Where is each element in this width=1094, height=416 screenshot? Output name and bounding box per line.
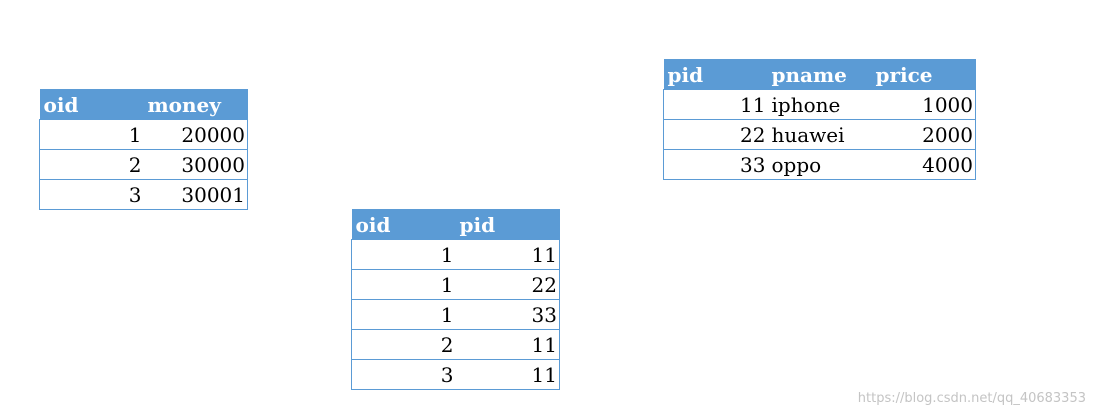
table-row: 3 11 — [351, 359, 560, 390]
table-row: 1 11 — [351, 239, 560, 270]
table-cell[interactable]: 20000 — [143, 119, 248, 150]
table-cell[interactable]: 33 — [663, 149, 768, 180]
table-cell[interactable]: 3 — [39, 179, 144, 210]
table-row: 11 iphone 1000 — [663, 89, 976, 120]
table-row: 33 oppo 4000 — [663, 149, 976, 180]
table-cell[interactable]: 2 — [39, 149, 144, 180]
table-header-row: pid pname price — [663, 59, 976, 90]
table-row: 22 huawei 2000 — [663, 119, 976, 150]
table-cell[interactable]: huawei — [767, 119, 872, 150]
table-cell[interactable]: 3 — [351, 359, 456, 390]
table-cell[interactable]: 4000 — [871, 149, 976, 180]
table-cell[interactable]: 1000 — [871, 89, 976, 120]
table-cell[interactable]: 22 — [455, 269, 560, 300]
table-cell[interactable]: 30000 — [143, 149, 248, 180]
column-header-pid[interactable]: pid — [455, 209, 560, 240]
table-row: 1 33 — [351, 299, 560, 330]
table-cell[interactable]: 22 — [663, 119, 768, 150]
table-cell[interactable]: 33 — [455, 299, 560, 330]
table-cell[interactable]: 11 — [663, 89, 768, 120]
column-header-oid[interactable]: oid — [39, 89, 144, 120]
table-row: 2 11 — [351, 329, 560, 360]
column-header-pname[interactable]: pname — [767, 59, 872, 90]
table-cell[interactable]: 30001 — [143, 179, 248, 210]
table-cell[interactable]: 1 — [351, 269, 456, 300]
table-cell[interactable]: oppo — [767, 149, 872, 180]
table-header-row: oid pid — [351, 209, 560, 240]
orders-table: oid money 1 20000 2 30000 3 30001 — [39, 89, 248, 210]
table-cell[interactable]: 11 — [455, 329, 560, 360]
table-row: 1 20000 — [39, 119, 248, 150]
products-table: pid pname price 11 iphone 1000 22 huawei… — [663, 59, 976, 180]
table-row: 1 22 — [351, 269, 560, 300]
column-header-price[interactable]: price — [871, 59, 976, 90]
order-items-table: oid pid 1 11 1 22 1 33 2 11 3 11 — [351, 209, 560, 390]
watermark-text: https://blog.csdn.net/qq_40683353 — [857, 391, 1086, 406]
table-cell[interactable]: 2 — [351, 329, 456, 360]
table-cell[interactable]: 1 — [351, 299, 456, 330]
column-header-oid[interactable]: oid — [351, 209, 456, 240]
table-header-row: oid money — [39, 89, 248, 120]
table-row: 3 30001 — [39, 179, 248, 210]
table-cell[interactable]: 2000 — [871, 119, 976, 150]
table-cell[interactable]: iphone — [767, 89, 872, 120]
column-header-pid[interactable]: pid — [663, 59, 768, 90]
column-header-money[interactable]: money — [143, 89, 248, 120]
table-cell[interactable]: 11 — [455, 239, 560, 270]
table-cell[interactable]: 11 — [455, 359, 560, 390]
table-row: 2 30000 — [39, 149, 248, 180]
table-cell[interactable]: 1 — [39, 119, 144, 150]
table-cell[interactable]: 1 — [351, 239, 456, 270]
